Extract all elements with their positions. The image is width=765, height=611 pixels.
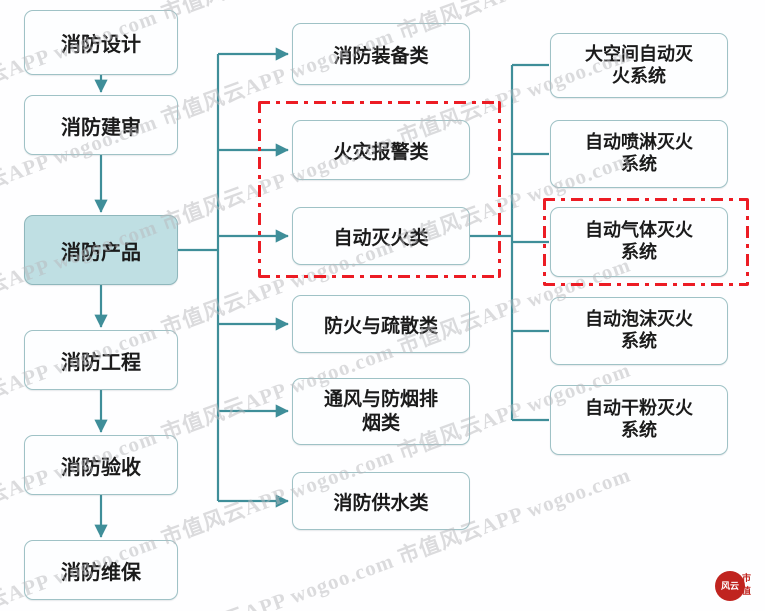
node-label: 消防供水类 bbox=[333, 492, 429, 514]
node-label-line1: 大空间自动灭 bbox=[585, 43, 693, 64]
node-label: 自动干粉灭火 系统 bbox=[585, 398, 693, 442]
highlight-rect-middle bbox=[258, 101, 501, 278]
node-label: 大空间自动灭 火系统 bbox=[585, 44, 693, 88]
node-label: 消防验收 bbox=[61, 456, 141, 479]
process-node-消防设计[interactable]: 消防设计 bbox=[24, 10, 178, 75]
node-label-line2: 烟类 bbox=[361, 412, 400, 434]
subtype-node-自动干粉灭火系统[interactable]: 自动干粉灭火 系统 bbox=[550, 385, 728, 455]
node-label-line2: 系统 bbox=[621, 154, 657, 174]
category-node-通风与防烟排烟类[interactable]: 通风与防烟排 烟类 bbox=[292, 378, 470, 445]
category-node-防火与疏散类[interactable]: 防火与疏散类 bbox=[292, 295, 470, 353]
node-label: 消防设计 bbox=[61, 34, 141, 56]
node-label-line1: 自动干粉灭火 bbox=[585, 398, 693, 419]
subtype-node-自动喷淋灭火系统[interactable]: 自动喷淋灭火 系统 bbox=[550, 120, 728, 188]
process-node-消防工程[interactable]: 消防工程 bbox=[24, 330, 178, 390]
seal-side-line1: 市 bbox=[742, 573, 752, 583]
seal-side-text: 市 值 bbox=[742, 572, 751, 598]
seal-circle-text: 风云 bbox=[720, 580, 739, 591]
node-label-line2: 系统 bbox=[621, 420, 657, 440]
node-label: 防火与疏散类 bbox=[323, 315, 438, 337]
subtype-node-自动泡沫灭火系统[interactable]: 自动泡沫灭火 系统 bbox=[550, 297, 728, 365]
category-node-消防供水类[interactable]: 消防供水类 bbox=[292, 472, 470, 530]
node-label: 自动喷淋灭火 系统 bbox=[585, 132, 693, 176]
node-label-line1: 自动泡沫灭火 bbox=[585, 309, 693, 330]
process-node-消防产品[interactable]: 消防产品 bbox=[24, 215, 178, 285]
subtype-node-大空间自动灭火系统[interactable]: 大空间自动灭 火系统 bbox=[550, 33, 728, 98]
node-label: 消防工程 bbox=[61, 351, 141, 374]
node-label-line2: 系统 bbox=[621, 331, 657, 351]
node-label: 通风与防烟排 烟类 bbox=[324, 388, 438, 434]
node-label: 消防建审 bbox=[61, 116, 141, 139]
category-node-消防装备类[interactable]: 消防装备类 bbox=[292, 23, 470, 85]
node-label-line2: 火系统 bbox=[612, 65, 666, 86]
node-label: 消防维保 bbox=[61, 561, 141, 584]
seal-side-line2: 值 bbox=[742, 586, 752, 597]
node-label-line1: 通风与防烟排 bbox=[323, 389, 438, 411]
node-label: 自动泡沫灭火 系统 bbox=[585, 309, 693, 353]
process-node-消防维保[interactable]: 消防维保 bbox=[24, 540, 178, 600]
seal-circle-icon: 风云 bbox=[715, 571, 745, 601]
process-node-消防建审[interactable]: 消防建审 bbox=[24, 95, 178, 155]
brand-seal-logo: 风云 市 值 bbox=[715, 567, 759, 607]
highlight-rect-right bbox=[543, 198, 749, 286]
node-label: 消防装备类 bbox=[333, 45, 429, 67]
process-node-消防验收[interactable]: 消防验收 bbox=[24, 435, 178, 495]
node-label: 消防产品 bbox=[61, 241, 141, 264]
node-label-line1: 自动喷淋灭火 bbox=[585, 132, 693, 153]
